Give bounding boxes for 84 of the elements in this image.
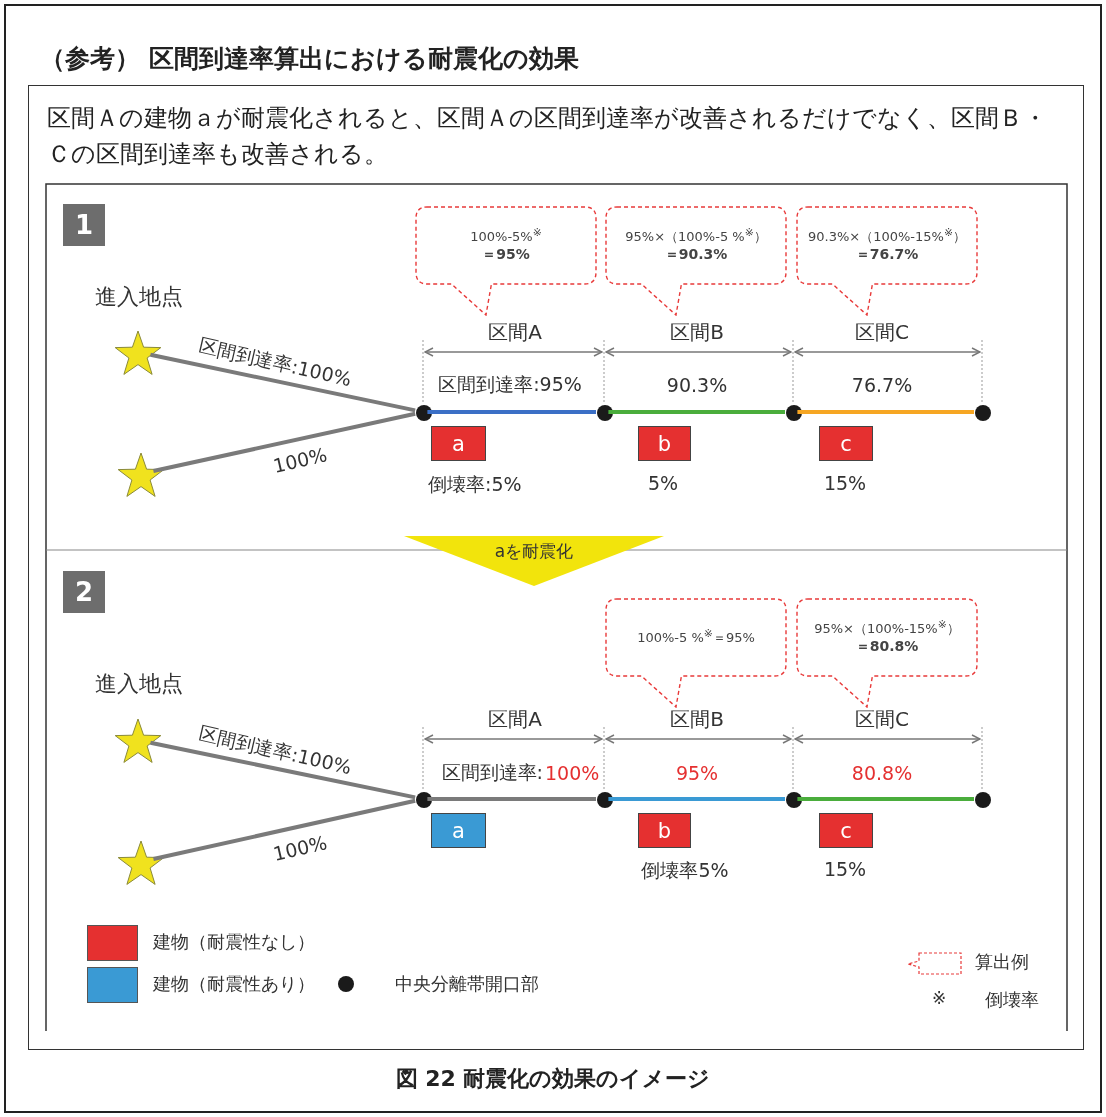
- building-letter: a: [452, 431, 465, 456]
- junction-dot: [975, 405, 991, 421]
- section-label: 区間B: [670, 705, 724, 733]
- entry-point-label: 進入地点: [95, 283, 183, 311]
- step-label: aを耐震化: [494, 540, 574, 563]
- rate-label: 100%: [271, 831, 329, 865]
- star-icon: [113, 716, 163, 766]
- rate-label: 95%: [675, 762, 719, 784]
- building-letter: c: [840, 818, 852, 843]
- description-text: 区間Ａの建物ａが耐震化されると、区間Ａの区間到達率が改善されるだけでなく、区間Ｂ・Ｃの区間到達率も改善される。: [47, 103, 1048, 170]
- legend-text: 中央分離帯開口部: [395, 972, 539, 996]
- legend-text: 建物（耐震性あり）: [153, 972, 315, 996]
- junction-dot: [786, 405, 802, 421]
- rate-label: 80.8%: [851, 762, 913, 784]
- formula-text: ＝80.8%: [855, 638, 919, 656]
- step-badge: [63, 571, 105, 613]
- building-letter: c: [840, 431, 852, 456]
- collapse-rate-text: 5%: [647, 472, 679, 494]
- road-line: [608, 410, 785, 414]
- callout-bubble: [796, 206, 978, 316]
- building-block: [638, 813, 691, 848]
- formula-text: ＝76.7%: [855, 246, 919, 264]
- road-line: [797, 797, 974, 801]
- callout-bubble: [796, 598, 978, 708]
- section-label: 倒壊率: [985, 988, 1039, 1012]
- legend-text: 建物（耐震性なし）: [153, 930, 315, 954]
- formula-text: 95%×（100%-15%$^{※}$）: [814, 618, 960, 639]
- rate-label: 90.3%: [666, 374, 728, 396]
- building-letter: b: [657, 818, 672, 843]
- rate-label: 100%: [271, 443, 329, 477]
- callout-bubble: [605, 598, 787, 708]
- collapse-rate-text: 倒壊率5%: [641, 858, 729, 883]
- building-block: [819, 813, 873, 848]
- collapse-rate-text: 15%: [823, 472, 867, 494]
- building-letter: a: [452, 818, 465, 843]
- junction-dot: [597, 405, 613, 421]
- building-block: [638, 426, 691, 461]
- road-line: [608, 797, 785, 801]
- junction-dot: [975, 792, 991, 808]
- building-block: [819, 426, 873, 461]
- formula-text: 100%-5 %$^{※}$＝95%: [637, 627, 755, 647]
- section-label: 区間B: [670, 318, 724, 346]
- section-label: ※: [932, 988, 947, 1008]
- rate-label: 76.7%: [851, 374, 913, 396]
- formula-text: ＝95%: [482, 246, 530, 264]
- formula-text: ＝90.3%: [664, 246, 728, 264]
- building-letter: b: [657, 431, 672, 456]
- road-line: [150, 352, 416, 413]
- junction-dot: [597, 792, 613, 808]
- building-block: [431, 426, 486, 461]
- collapse-rate-text: 倒壊率:5%: [428, 472, 522, 497]
- road-line: [427, 797, 596, 801]
- section-label: 区間A: [488, 318, 542, 346]
- junction-dot: [786, 792, 802, 808]
- section-label: 区間A: [488, 705, 542, 733]
- title: （参考） 区間到達率算出における耐震化の効果: [40, 43, 579, 75]
- callout-bubble: [605, 206, 787, 316]
- section-label: 区間到達率:: [441, 760, 543, 785]
- road-line: [153, 798, 416, 861]
- star-icon: [113, 328, 163, 378]
- legend-text: 算出例: [975, 950, 1029, 974]
- rate-label: 100%: [545, 762, 600, 784]
- section-label: 区間C: [855, 318, 909, 346]
- step-arrow: [404, 536, 664, 586]
- step-badge: [63, 204, 105, 246]
- formula-text: 100%-5%$^{※}$: [470, 226, 542, 247]
- junction-dot: [416, 405, 432, 421]
- entry-point-label: 進入地点: [95, 670, 183, 698]
- road-line: [427, 410, 596, 414]
- callout-bubble: [415, 206, 597, 316]
- junction-dot: [416, 792, 432, 808]
- rate-label: 区間到達率:100%: [196, 332, 354, 393]
- rate-label: 区間到達率:100%: [196, 720, 354, 781]
- caption: 図 22 耐震化の効果のイメージ: [395, 1065, 711, 1093]
- section-label: 区間C: [855, 705, 909, 733]
- road-line: [153, 411, 416, 473]
- formula-text: 90.3%×（100%-15%$^{※}$）: [808, 226, 966, 247]
- building-block: [431, 813, 486, 848]
- step-number: 1: [74, 210, 94, 240]
- formula-text: 95%×（100%-5 %$^{※}$）: [625, 226, 767, 247]
- collapse-rate-text: 15%: [823, 858, 867, 880]
- step-number: 2: [74, 577, 94, 607]
- rate-label: 区間到達率:95%: [438, 372, 582, 397]
- road-line: [797, 410, 974, 414]
